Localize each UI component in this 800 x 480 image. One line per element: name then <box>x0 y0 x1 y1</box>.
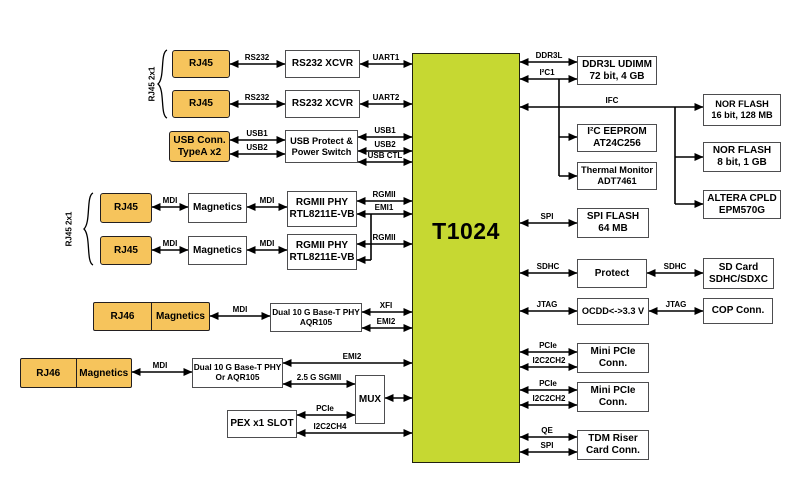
signal-label-sdhc-right: SDHC <box>663 262 687 271</box>
signal-label-sgmii: 2.5 G SGMII <box>296 373 342 382</box>
nor-flash-8bit: NOR FLASH 8 bit, 1 GB <box>703 142 781 172</box>
sd-protect: Protect <box>577 259 647 288</box>
thermal-monitor: Thermal Monitor ADT7461 <box>577 162 657 190</box>
i2c-eeprom: I²C EEPROM AT24C256 <box>577 124 657 152</box>
signal-label-mdi-4: MDI <box>259 239 275 248</box>
mini-pcie-conn-1: Mini PCIe Conn. <box>577 343 649 373</box>
group-label-rj45-2x1-mid: RJ45 2x1 <box>64 211 74 247</box>
magnetics-4: Magnetics <box>75 359 132 387</box>
rj46-connector-1: RJ46 <box>110 311 135 322</box>
signal-label-rgmii-1: RGMII <box>372 190 396 199</box>
brace-rj45-top <box>157 49 168 119</box>
rj46-magnetics-module-1: RJ46 Magnetics <box>93 302 210 331</box>
signal-label-sdhc-left: SDHC <box>536 262 560 271</box>
signal-label-i2c2ch2-1: I2C2CH2 <box>532 356 566 365</box>
rj45-connector-4: RJ45 <box>100 236 152 265</box>
signal-label-i2c2ch2-2: I2C2CH2 <box>532 394 566 403</box>
rj46-connector-2: RJ46 <box>36 367 61 379</box>
rj46-magnetics-module-2: RJ46 Magnetics <box>20 358 132 388</box>
signal-label-xfi: XFI <box>379 301 393 310</box>
signal-label-rs232-2: RS232 <box>244 93 270 102</box>
signal-label-pcie-2: PCIe <box>539 379 557 388</box>
signal-label-mdi-5: MDI <box>232 305 248 314</box>
aqr105-phy-2: Dual 10 G Base-T PHY Or AQR105 <box>192 358 283 388</box>
signal-label-pcie-pex: PCIe <box>316 404 334 413</box>
sd-card-slot: SD Card SDHC/SDXC <box>703 258 774 289</box>
signal-label-rs232-1: RS232 <box>244 53 270 62</box>
magnetics-2: Magnetics <box>188 236 247 265</box>
cop-connector: COP Conn. <box>703 298 773 324</box>
rj45-connector-1: RJ45 <box>172 50 230 78</box>
signal-label-usb2-left: USB2 <box>246 143 268 152</box>
signal-label-ddr3l: DDR3L <box>535 51 563 60</box>
spi-flash: SPI FLASH 64 MB <box>577 208 649 238</box>
aqr105-phy-1: Dual 10 G Base-T PHY AQR105 <box>270 303 362 332</box>
signal-label-usb2-right: USB2 <box>374 140 396 149</box>
rgmii-phy-1: RGMII PHY RTL8211E-VB <box>287 191 357 227</box>
tdm-riser-conn: TDM Riser Card Conn. <box>577 430 649 460</box>
mux: MUX <box>355 375 385 424</box>
signal-label-i2c1: I²C1 <box>539 68 555 77</box>
signal-label-jtag-left: JTAG <box>536 300 558 309</box>
signal-label-uart1: UART1 <box>372 53 400 62</box>
altera-cpld: ALTERA CPLD EPM570G <box>703 190 781 219</box>
signal-label-jtag-right: JTAG <box>665 300 687 309</box>
signal-label-mdi-6: MDI <box>152 361 168 370</box>
signal-label-rgmii-2: RGMII <box>372 233 396 242</box>
magnetics-1: Magnetics <box>188 193 247 223</box>
signal-label-i2c2ch4: I2C2CH4 <box>313 422 347 431</box>
signal-label-usb1-right: USB1 <box>374 126 396 135</box>
signal-label-pcie-1: PCIe <box>539 341 557 350</box>
rs232-xcvr-2: RS232 XCVR <box>285 90 360 118</box>
nor-flash-16bit: NOR FLASH 16 bit, 128 MB <box>703 94 781 126</box>
ocdd-level-shifter: OCDD<->3.3 V <box>577 298 649 325</box>
pex-x1-slot: PEX x1 SLOT <box>227 410 297 438</box>
signal-label-mdi-3: MDI <box>162 239 178 248</box>
signal-label-spi: SPI <box>540 212 554 221</box>
signal-label-emi2-b: EMI2 <box>342 352 362 361</box>
rs232-xcvr-1: RS232 XCVR <box>285 50 360 78</box>
group-label-rj45-2x1-top: RJ45 2x1 <box>147 66 157 102</box>
signal-label-emi1: EMI1 <box>374 203 394 212</box>
rgmii-phy-2: RGMII PHY RTL8211E-VB <box>287 234 357 270</box>
usb-protect-power-switch: USB Protect & Power Switch <box>285 130 358 163</box>
mini-pcie-conn-2: Mini PCIe Conn. <box>577 382 649 412</box>
signal-label-spi-tdm: SPI <box>540 441 554 450</box>
signal-label-mdi-2: MDI <box>259 196 275 205</box>
t1024-soc: T1024 <box>412 53 520 463</box>
signal-label-mdi-1: MDI <box>162 196 178 205</box>
signal-label-usb-ctl: USB CTL <box>367 151 403 160</box>
signal-label-qe: QE <box>541 426 553 435</box>
rj45-connector-2: RJ45 <box>172 90 230 118</box>
signal-label-emi2-a: EMI2 <box>376 317 396 326</box>
magnetics-3: Magnetics <box>151 303 209 330</box>
signal-label-usb1-left: USB1 <box>246 129 268 138</box>
signal-label-uart2: UART2 <box>372 93 400 102</box>
ddr3l-udimm: DDR3L UDIMM 72 bit, 4 GB <box>577 56 657 85</box>
usb-connector: USB Conn. TypeA x2 <box>169 131 230 162</box>
rj45-connector-3: RJ45 <box>100 193 152 223</box>
brace-rj45-mid <box>83 192 94 266</box>
signal-label-ifc: IFC <box>605 96 619 105</box>
